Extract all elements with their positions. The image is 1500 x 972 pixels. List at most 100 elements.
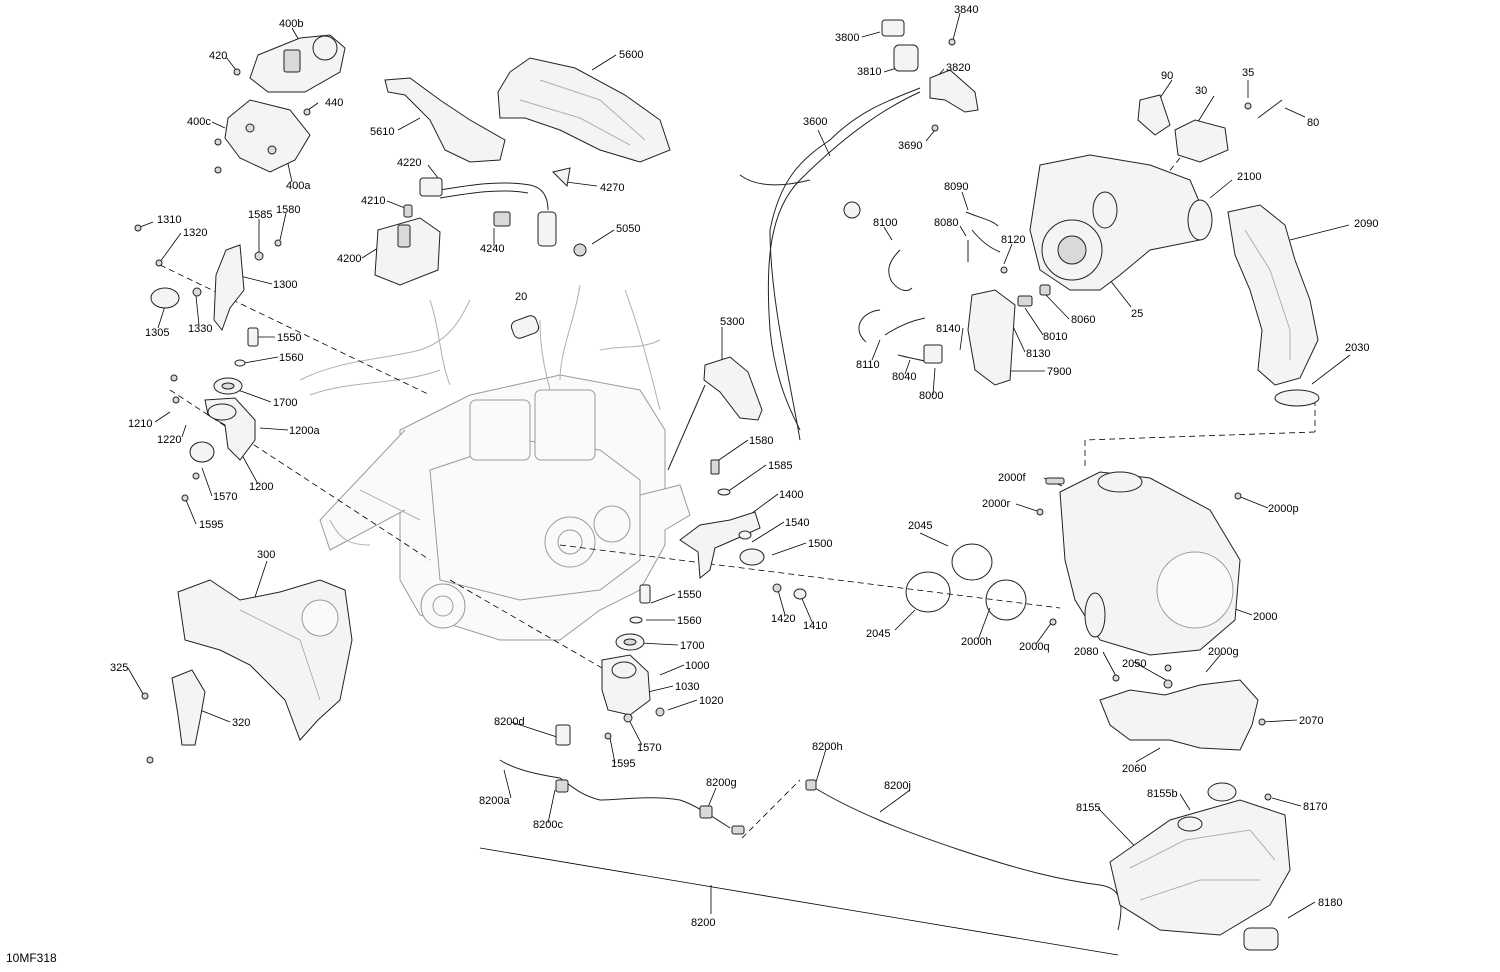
callout-8155: 8155 <box>1076 802 1100 814</box>
callout-1210: 1210 <box>128 418 152 430</box>
callout-4200: 4200 <box>337 253 361 265</box>
callout-8100: 8100 <box>873 217 897 229</box>
callout-4270: 4270 <box>600 182 624 194</box>
callout-8200d: 8200d <box>494 716 525 728</box>
callout-1020: 1020 <box>699 695 723 707</box>
callout-400c: 400c <box>187 116 211 128</box>
callout-3810: 3810 <box>857 66 881 78</box>
callout-2000: 2000 <box>1253 611 1277 623</box>
turbocharger-25-group <box>1029 94 1320 407</box>
callout-2090: 2090 <box>1354 218 1378 230</box>
callout-1310: 1310 <box>157 214 181 226</box>
callout-440: 440 <box>325 97 343 109</box>
callout-5610: 5610 <box>370 126 394 138</box>
callout-25: 25 <box>1131 308 1143 320</box>
heat-shield-5600-group <box>374 57 671 286</box>
callout-8200j: 8200j <box>884 780 911 792</box>
callout-4220: 4220 <box>397 157 421 169</box>
callout-2000p: 2000p <box>1268 503 1299 515</box>
callout-4240: 4240 <box>480 243 504 255</box>
callout-8000: 8000 <box>919 390 943 402</box>
callout-2060: 2060 <box>1122 763 1146 775</box>
callout-8170: 8170 <box>1303 801 1327 813</box>
callout-1540: 1540 <box>785 517 809 529</box>
callout-2000r: 2000r <box>982 498 1010 510</box>
callout-2000h: 2000h <box>961 636 992 648</box>
callout-1700-b: 1700 <box>680 640 704 652</box>
callout-1560-a: 1560 <box>279 352 303 364</box>
diagram-code: 10MF318 <box>6 951 57 965</box>
callout-3820: 3820 <box>946 62 970 74</box>
callout-5600: 5600 <box>619 49 643 61</box>
callout-1200a: 1200a <box>289 425 320 437</box>
callout-8200: 8200 <box>691 917 715 929</box>
callout-1570-b: 1570 <box>637 742 661 754</box>
fuel-tank-8155-group <box>1109 782 1291 951</box>
callout-1580-b: 1580 <box>749 435 773 447</box>
callout-8200a: 8200a <box>479 795 510 807</box>
callout-3600: 3600 <box>803 116 827 128</box>
callout-1585-a: 1585 <box>248 209 272 221</box>
callout-1585-b: 1585 <box>768 460 792 472</box>
callout-8140: 8140 <box>936 323 960 335</box>
callout-1300: 1300 <box>273 279 297 291</box>
engine-ghost <box>299 284 691 641</box>
callout-2000g: 2000g <box>1208 646 1239 658</box>
callout-1570-a: 1570 <box>213 491 237 503</box>
callout-1410: 1410 <box>803 620 827 632</box>
callout-1580-a: 1580 <box>276 204 300 216</box>
callout-5050: 5050 <box>616 223 640 235</box>
callout-1595-a: 1595 <box>199 519 223 531</box>
callout-labels: 400b 420 440 400c 400a 5600 5610 4220 42… <box>6 4 1378 965</box>
callout-8060: 8060 <box>1071 314 1095 326</box>
callout-2000f: 2000f <box>998 472 1026 484</box>
hoses-8000-group <box>858 211 1051 386</box>
guard-300-group <box>141 579 353 764</box>
engine-mount-400-group <box>214 34 346 174</box>
callout-4210: 4210 <box>361 195 385 207</box>
callout-1560-b: 1560 <box>677 615 701 627</box>
callout-2080: 2080 <box>1074 646 1098 658</box>
callout-420: 420 <box>209 50 227 62</box>
callout-3800: 3800 <box>835 32 859 44</box>
cable-8200-group <box>499 724 1122 931</box>
callout-320: 320 <box>232 717 250 729</box>
callout-90: 90 <box>1161 70 1173 82</box>
callout-7900: 7900 <box>1047 366 1071 378</box>
callout-300: 300 <box>257 549 275 561</box>
callout-2070: 2070 <box>1299 715 1323 727</box>
callout-1030: 1030 <box>675 681 699 693</box>
callout-2050: 2050 <box>1122 658 1146 670</box>
callout-1500: 1500 <box>808 538 832 550</box>
callout-35: 35 <box>1242 67 1254 79</box>
callout-1200: 1200 <box>249 481 273 493</box>
callout-30: 30 <box>1195 85 1207 97</box>
mount-1000-group <box>601 584 665 740</box>
callout-3840: 3840 <box>954 4 978 16</box>
callout-1220: 1220 <box>157 434 181 446</box>
callout-20: 20 <box>515 291 527 303</box>
callout-80: 80 <box>1307 117 1319 129</box>
callout-3690: 3690 <box>898 140 922 152</box>
leader-lines <box>127 12 1351 956</box>
callout-8200h: 8200h <box>812 741 843 753</box>
callout-1400: 1400 <box>779 489 803 501</box>
callout-1700-a: 1700 <box>273 397 297 409</box>
callout-325: 325 <box>110 662 128 674</box>
callout-8080: 8080 <box>934 217 958 229</box>
callout-1000: 1000 <box>685 660 709 672</box>
callout-8090: 8090 <box>944 181 968 193</box>
callout-2100: 2100 <box>1237 171 1261 183</box>
callout-2045-a: 2045 <box>908 520 932 532</box>
callout-8110: 8110 <box>856 359 880 371</box>
callout-1305: 1305 <box>145 327 169 339</box>
harness-3600-group <box>739 19 979 441</box>
callout-8180: 8180 <box>1318 897 1342 909</box>
callout-1420: 1420 <box>771 613 795 625</box>
callout-1320: 1320 <box>183 227 207 239</box>
callout-1550-a: 1550 <box>277 332 301 344</box>
callout-2000q: 2000q <box>1019 641 1050 653</box>
callout-400b: 400b <box>279 18 303 30</box>
callout-2045-b: 2045 <box>866 628 890 640</box>
